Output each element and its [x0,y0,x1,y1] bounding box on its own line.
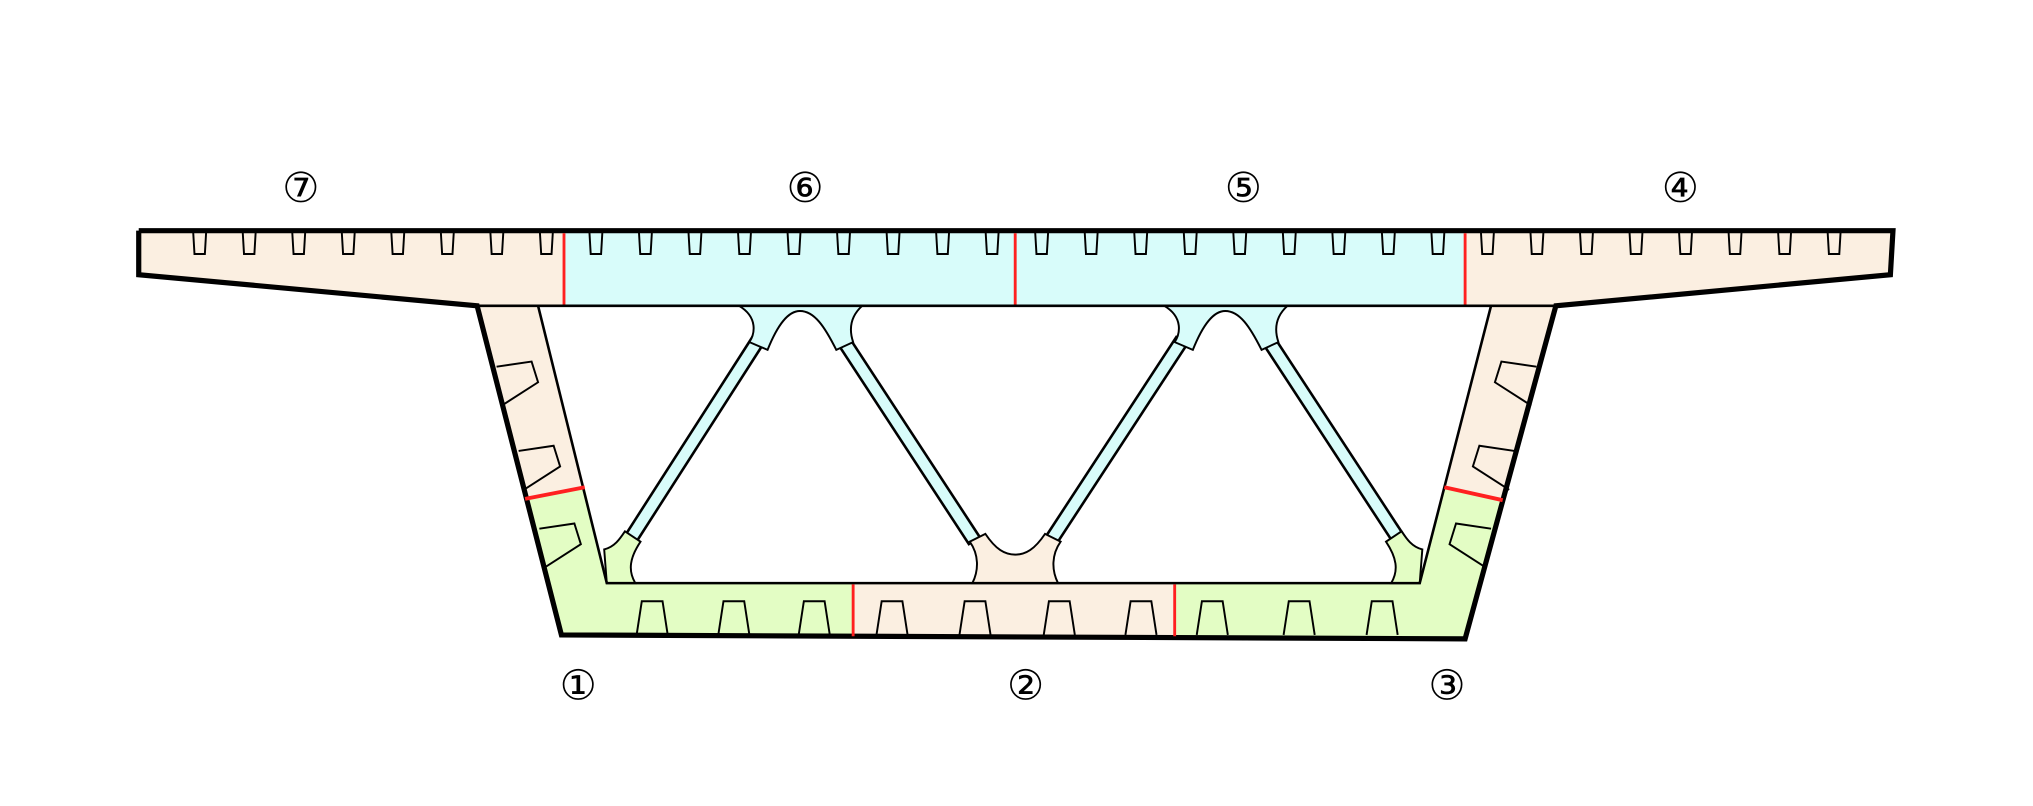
outlines [136,228,1896,642]
deck-rib [588,231,604,255]
segment-6-fill [564,230,1016,306]
deck-rib [1232,231,1248,255]
segment-4-fill [1465,230,1893,306]
segment-7-fill [138,230,565,306]
web-rib [1493,360,1537,407]
deck-rib [984,231,1000,255]
deck-rib [687,231,703,255]
deck-rib [885,231,901,255]
deck-rib [489,231,505,255]
diagonal-braces [622,335,1407,546]
deck-rib [1182,231,1198,255]
bottom-rib [635,600,669,636]
diagonal-brace [624,336,763,545]
web-rib [518,444,562,491]
deck-rib [1083,231,1099,255]
diagonal-brace [1045,336,1187,545]
deck-rib [637,231,653,255]
segment-label-2: ② [1007,662,1044,710]
web-rib [539,522,583,569]
bottom-gusset-center [968,532,1063,585]
bottom-rib [1195,600,1229,636]
deck-rib [192,231,208,255]
web-rib [496,360,540,407]
segment-label-6: ⑥ [787,164,824,212]
deck-rib [1479,231,1495,255]
deck-u-ribs [192,231,1842,255]
inner-void-outline [536,305,1493,585]
segment-joints [524,233,1504,637]
bottom-gusset-left [603,529,642,585]
deck-rib [1579,231,1594,255]
segment-5-fill [1015,230,1466,306]
deck-rib [1380,231,1396,255]
deck-rib [291,231,307,255]
deck-rib [1133,231,1149,255]
deck-rib [1628,231,1644,255]
deck-rib [390,231,406,255]
web-stiffeners [496,360,1537,569]
bottom-rib [1042,600,1076,636]
diagonal-brace [1263,336,1405,545]
deck-rib [439,231,455,255]
left-web-upper-fill [477,305,585,499]
deck-rib [1331,231,1347,255]
outer-outline [136,228,1896,642]
diagonal-brace [838,336,980,545]
bottom-gusset-right [1384,529,1424,585]
web-rib [1471,444,1515,491]
deck-rib [340,231,356,255]
deck-rib [1678,231,1693,255]
gusset-plates [603,304,1424,585]
deck-rib [1430,231,1446,255]
segment-label-5: ⑤ [1225,164,1262,212]
web-rib [1448,522,1492,569]
segment-label-3: ③ [1428,662,1465,710]
segment-fills [138,230,1893,639]
bottom-rib [958,600,992,636]
segment-2-fill [853,583,1175,638]
deck-rib [737,231,752,255]
segment-1-fill [525,487,854,637]
bottom-rib [1124,600,1158,636]
deck-rib [935,231,951,255]
segment-3-fill [1174,487,1503,639]
joint-line [1443,485,1504,503]
deck-rib [1727,231,1743,255]
deck-rib [1529,231,1545,255]
deck-rib [1777,231,1793,255]
deck-rib [1281,231,1297,255]
deck-rib [241,231,257,255]
deck-rib [1034,231,1050,255]
segment-label-7: ⑦ [282,164,319,212]
bottom-rib [717,600,751,636]
bottom-rib [875,600,909,636]
top-gusset-right [1160,304,1291,352]
segment-label-4: ④ [1662,164,1699,212]
segment-labels: ⑦ ⑥ ⑤ ④ ① ② ③ [282,164,1699,710]
bottom-rib [1282,600,1316,636]
deck-rib [538,231,554,255]
deck-rib [836,231,851,255]
top-gusset-left [735,304,865,352]
segment-label-1: ① [560,662,597,710]
bottom-flange-ribs [635,600,1399,636]
deck-rib [1826,231,1842,255]
right-web-upper-fill [1444,305,1556,501]
bottom-rib [1365,600,1399,636]
bottom-rib [797,600,831,636]
joint-line [524,485,586,501]
deck-rib [786,231,802,255]
